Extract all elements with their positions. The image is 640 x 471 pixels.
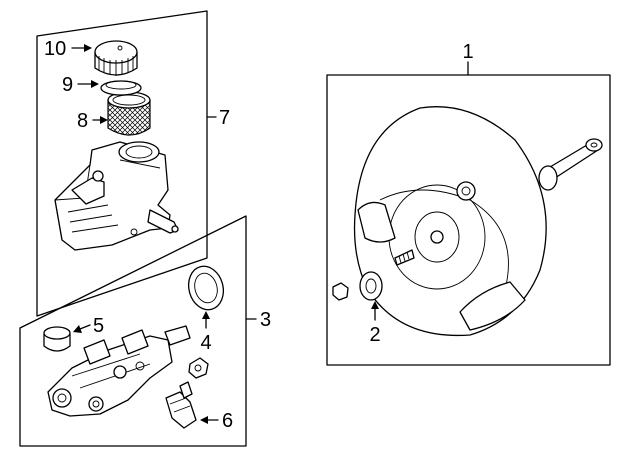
arrow-2 xyxy=(371,301,379,321)
arrow-6 xyxy=(200,416,219,424)
callout-3: 3 xyxy=(260,309,271,331)
reservoir-cap xyxy=(94,40,138,76)
arrow-5 xyxy=(73,324,91,333)
fluid-reservoir xyxy=(54,141,179,251)
callout-7: 7 xyxy=(219,107,230,129)
o-ring xyxy=(187,265,225,311)
callout-5: 5 xyxy=(93,315,104,337)
small-nut xyxy=(188,357,209,379)
arrow-4 xyxy=(202,311,210,329)
reservoir-seal xyxy=(100,80,142,96)
callout-1: 1 xyxy=(462,41,473,63)
master-cylinder xyxy=(47,325,191,417)
arrow-9 xyxy=(77,80,99,88)
booster-nut xyxy=(332,282,349,301)
callout-8: 8 xyxy=(77,110,88,132)
booster-washer xyxy=(359,271,383,301)
arrow-10 xyxy=(71,44,92,52)
brake-booster xyxy=(353,106,603,337)
master-cylinder-group-box xyxy=(19,215,247,447)
arrow-8 xyxy=(92,116,108,124)
callout-10: 10 xyxy=(44,38,66,60)
callout-6: 6 xyxy=(222,410,233,432)
callout-4: 4 xyxy=(200,332,211,354)
callout-9: 9 xyxy=(62,74,73,96)
plug-cap xyxy=(43,326,71,352)
callout-2: 2 xyxy=(369,324,380,346)
pressure-sensor xyxy=(165,381,197,429)
reservoir-group-box xyxy=(36,10,208,317)
reservoir-filter xyxy=(107,91,151,136)
